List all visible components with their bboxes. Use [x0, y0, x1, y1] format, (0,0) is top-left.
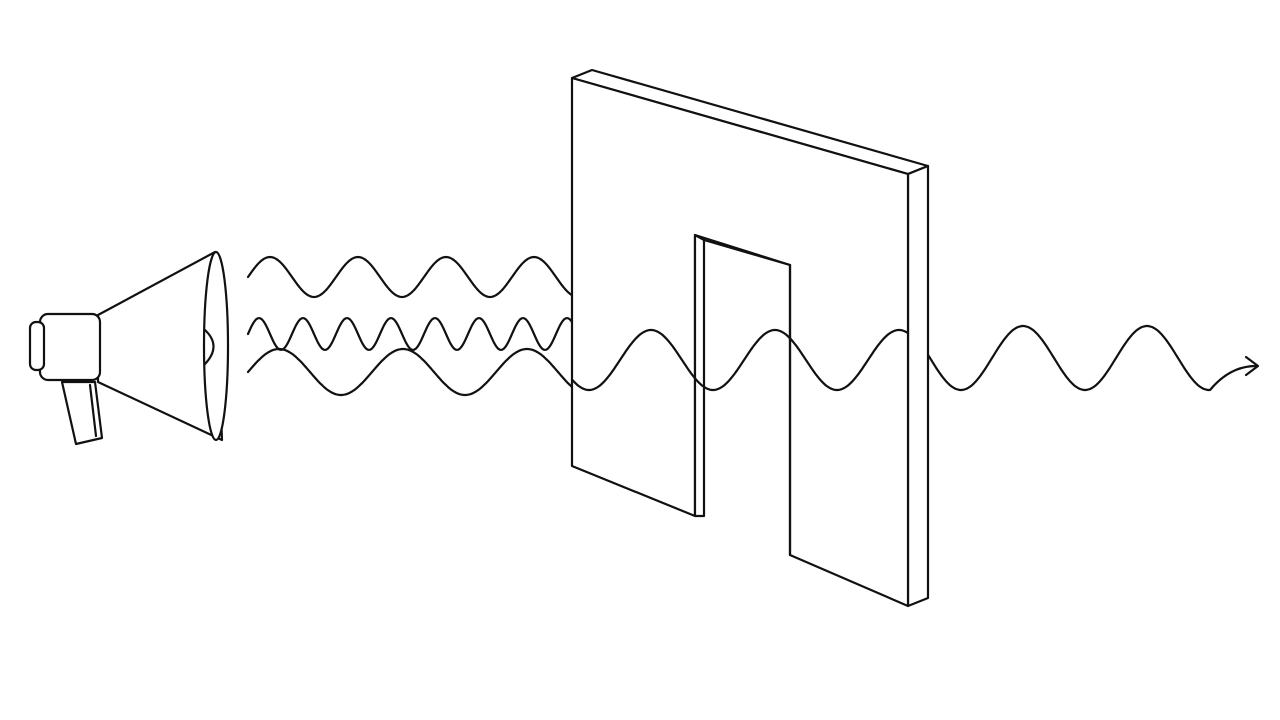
megaphone-rear-cap — [28, 320, 46, 372]
megaphone-icon — [28, 250, 230, 446]
megaphone-bell — [202, 250, 230, 442]
blocked-wave-medium — [246, 317, 614, 351]
arrow-right-icon — [1244, 355, 1260, 377]
megaphone-driver — [203, 328, 215, 366]
wall-right-edge — [906, 164, 930, 608]
transmitted-wave-long — [246, 347, 574, 397]
blocked-wave-short — [246, 255, 606, 299]
transmitted-wave-after-wall — [926, 324, 1258, 392]
megaphone-handle-ridge — [88, 383, 98, 438]
wall-with-doorway — [570, 68, 930, 608]
door-lintel — [702, 238, 792, 267]
transmitted-wave-overlay — [570, 324, 1258, 392]
megaphone-body — [38, 312, 102, 382]
transmitted-wave-through-door — [570, 328, 910, 392]
sound-waves — [246, 255, 614, 397]
door-jamb — [693, 233, 706, 518]
